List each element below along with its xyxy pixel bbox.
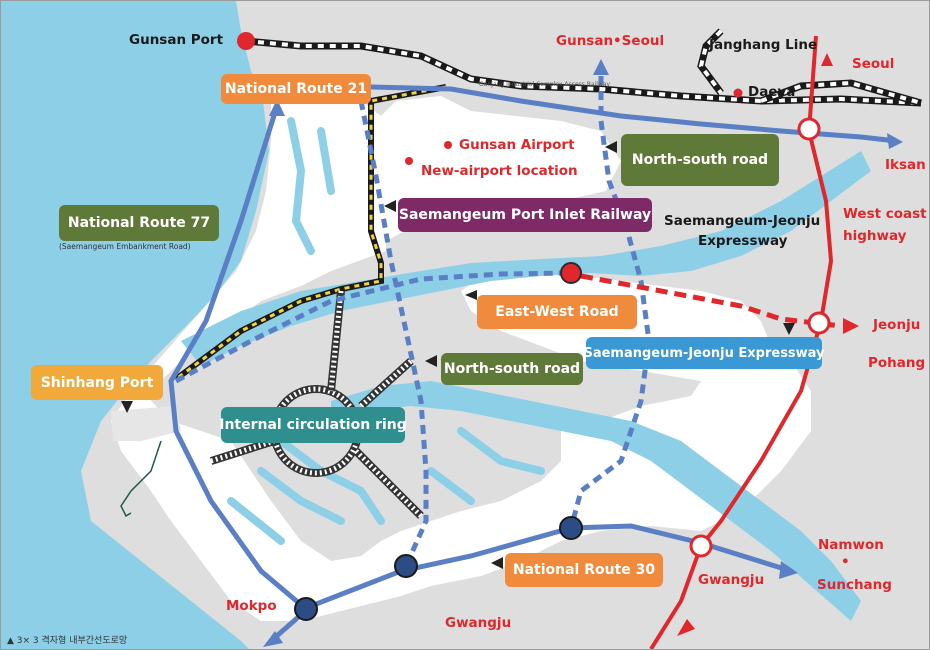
yellow-railway bbox=[174, 84, 447, 382]
label-jeonju: Jeonju bbox=[873, 317, 921, 333]
dot-gunsan-airport bbox=[444, 141, 452, 149]
arrow-gwangju-red bbox=[677, 619, 695, 636]
box-national-route-30: National Route 30 bbox=[505, 553, 663, 587]
label-expressway-line2: Expressway bbox=[698, 233, 788, 249]
arrow-sunchang bbox=[779, 561, 798, 579]
label-daeya: Daeya bbox=[748, 84, 796, 100]
label-mokpo: Mokpo bbox=[226, 598, 277, 614]
label-railway-small: Gunjang Industrial Complex Access Railwa… bbox=[479, 81, 611, 88]
label-namwon: Namwon bbox=[818, 537, 884, 553]
inner-channels bbox=[227, 117, 545, 545]
arrow-iksan bbox=[887, 133, 903, 149]
label-gunsan-port: Gunsan Port bbox=[129, 32, 224, 48]
label-gwangju-right: Gwangju bbox=[698, 572, 765, 588]
node-iksan-junction bbox=[797, 117, 821, 141]
label-gunsan-airport: Gunsan Airport bbox=[459, 137, 575, 153]
breakwater-line bbox=[120, 440, 162, 518]
label-nr77-sub: (Saemangeum Embankment Road) bbox=[59, 242, 191, 251]
port-breakwater bbox=[111, 406, 181, 441]
label-dot: • bbox=[841, 554, 850, 570]
pointer-national-route-30 bbox=[491, 557, 503, 569]
label-west-coast-1: West coast bbox=[843, 206, 927, 222]
box-internal-ring: Internal circulation ring bbox=[219, 407, 407, 443]
label-janghang-line: Janghang Line bbox=[709, 37, 818, 53]
pointer-port-inlet bbox=[384, 200, 396, 212]
box-national-route-21: National Route 21 bbox=[221, 74, 371, 104]
box-east-west-road: East-West Road bbox=[477, 295, 637, 329]
arrow-nr21 bbox=[269, 99, 285, 116]
box-north-south-road-top: North-south road bbox=[621, 134, 779, 186]
sea-area bbox=[1, 1, 269, 649]
label-west-coast-2: highway bbox=[843, 228, 907, 244]
label-gwangju-bottom: Gwangju bbox=[445, 615, 512, 631]
node-mokpo bbox=[294, 597, 318, 621]
lower-river bbox=[331, 381, 861, 621]
pointer-shinhang-port bbox=[121, 401, 133, 413]
box-national-route-77: National Route 77 bbox=[59, 205, 219, 241]
railway-top bbox=[245, 28, 922, 107]
node-south-1 bbox=[394, 554, 418, 578]
arrow-seoul bbox=[821, 53, 833, 66]
pointer-expressway bbox=[783, 323, 795, 335]
arrow-gunsan-seoul bbox=[593, 59, 609, 75]
box-shinhang-port: Shinhang Port bbox=[31, 365, 163, 400]
node-south-2 bbox=[559, 516, 583, 540]
label-new-airport: New-airport location bbox=[421, 163, 578, 179]
box-north-south-road-mid: North-south road bbox=[441, 353, 583, 385]
pointer-east-west bbox=[465, 290, 477, 300]
node-jeonju-junction bbox=[807, 311, 831, 335]
arrow-jeonju bbox=[843, 318, 859, 334]
node-expressway-end bbox=[560, 262, 582, 284]
caption: ▲ 3× 3 격자형 내부간선도로망 bbox=[7, 636, 128, 646]
label-seoul: Seoul bbox=[852, 56, 895, 72]
dot-daeya bbox=[733, 88, 743, 98]
box-expressway: Saemangeum-Jeonju Expressway bbox=[583, 337, 825, 369]
node-gwangju-junction bbox=[689, 534, 713, 558]
label-expressway-line1: Saemangeum-Jeonju bbox=[664, 213, 821, 229]
label-gunsan-seoul: Gunsan•Seoul bbox=[556, 33, 665, 49]
pointer-north-south-top bbox=[605, 141, 617, 153]
arrow-mokpo bbox=[263, 631, 283, 647]
label-iksan: Iksan bbox=[885, 157, 926, 173]
reclaimed-land bbox=[111, 96, 811, 621]
box-port-inlet-railway: Saemangeum Port Inlet Railway bbox=[398, 198, 652, 232]
node-gunsan-port bbox=[237, 32, 255, 50]
pointer-north-south-mid bbox=[425, 355, 437, 367]
dot-new-airport bbox=[405, 157, 413, 165]
red-lines bbox=[580, 35, 842, 649]
blue-roads bbox=[168, 84, 899, 644]
label-pohang: Pohang bbox=[868, 355, 926, 371]
label-sunchang: Sunchang bbox=[817, 577, 892, 593]
